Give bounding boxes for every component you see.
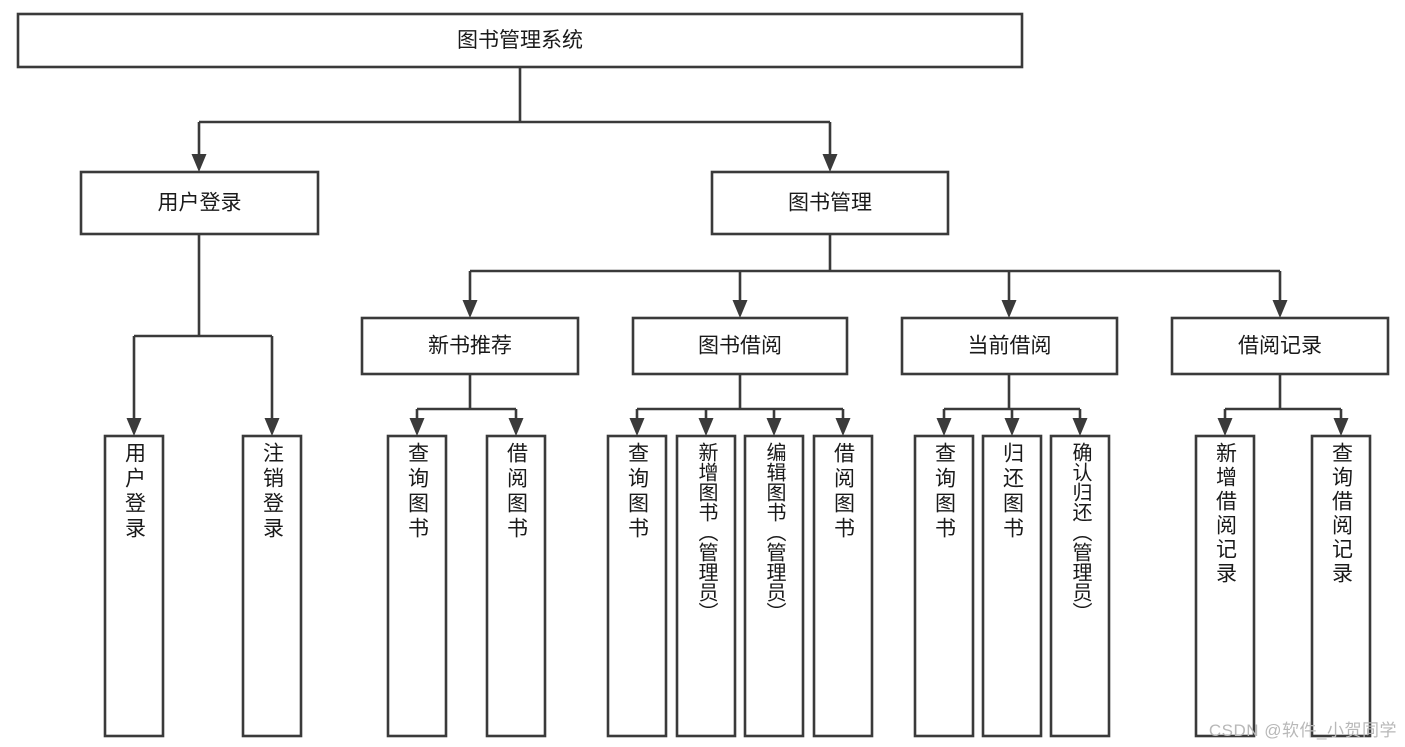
arrow-head-icon (629, 418, 645, 436)
node-label-leaf-edit-book: 编辑图书（管理员） (763, 442, 785, 622)
arrow-head-icon (1272, 300, 1288, 318)
node-borrow-record[interactable]: 借阅记录 (1170, 316, 1390, 376)
node-label-wrap-leaf-user-login: 用户登录 (122, 442, 146, 542)
node-label-wrap-leaf-add-book: 新增图书（管理员） (695, 442, 717, 622)
arrow-head-icon (822, 154, 838, 172)
node-user-login[interactable]: 用户登录 (79, 170, 320, 236)
node-label-leaf-add-book: 新增图书（管理员） (695, 442, 717, 622)
node-box-leaf-borrow-book-rec[interactable] (485, 434, 547, 738)
arrow-head-icon (126, 418, 142, 436)
arrow-head-icon (1217, 418, 1233, 436)
node-box-leaf-query-book-rec[interactable] (386, 434, 448, 738)
node-book-borrow[interactable]: 图书借阅 (631, 316, 849, 376)
node-label-wrap-leaf-query-book-rec: 查询图书 (405, 442, 429, 542)
node-label-wrap-leaf-query-book-current: 查询图书 (932, 442, 956, 542)
node-label-wrap-leaf-query-book-borrow: 查询图书 (625, 442, 649, 542)
arrow-head-icon (1004, 418, 1020, 436)
arrow-head-icon (462, 300, 478, 318)
node-box-book-borrow[interactable] (631, 316, 849, 376)
node-label-leaf-user-logout: 注销登录 (260, 442, 284, 542)
node-label-leaf-confirm-return: 确认归还（管理员） (1069, 442, 1091, 622)
node-leaf-confirm-return[interactable]: 确认归还（管理员） (1049, 434, 1111, 738)
node-box-leaf-query-borrow-record[interactable] (1310, 434, 1372, 738)
node-leaf-add-borrow-record[interactable]: 新增借阅记录 (1194, 434, 1256, 738)
node-root[interactable]: 图书管理系统 (16, 12, 1024, 69)
node-label-leaf-add-borrow-record: 新增借阅记录 (1213, 442, 1237, 586)
node-label-new-book-recommend: 新书推荐 (428, 335, 512, 358)
node-label-leaf-query-book-borrow: 查询图书 (625, 442, 649, 542)
node-label-wrap-leaf-query-borrow-record: 查询借阅记录 (1329, 442, 1353, 586)
node-label-user-login: 用户登录 (158, 192, 242, 215)
node-label-wrap-leaf-borrow-book: 借阅图书 (831, 442, 855, 542)
node-box-leaf-borrow-book[interactable] (812, 434, 874, 738)
arrow-head-icon (1001, 300, 1017, 318)
arrow-head-icon (698, 418, 714, 436)
node-leaf-borrow-book[interactable]: 借阅图书 (812, 434, 874, 738)
node-label-wrap-leaf-edit-book: 编辑图书（管理员） (763, 442, 785, 622)
node-box-current-borrow[interactable] (900, 316, 1119, 376)
node-book-manage[interactable]: 图书管理 (710, 170, 950, 236)
node-label-leaf-query-borrow-record: 查询借阅记录 (1329, 442, 1353, 586)
node-label-leaf-query-book-current: 查询图书 (932, 442, 956, 542)
node-label-wrap-leaf-return-book: 归还图书 (1000, 442, 1024, 542)
node-label-current-borrow: 当前借阅 (968, 335, 1052, 358)
csdn-watermark: CSDN @软件_小贺同学 (1208, 721, 1397, 740)
arrow-head-icon (766, 418, 782, 436)
node-box-leaf-confirm-return[interactable] (1049, 434, 1111, 738)
node-box-leaf-query-book-current[interactable] (913, 434, 975, 738)
node-label-borrow-record: 借阅记录 (1238, 335, 1322, 358)
node-label-leaf-user-login: 用户登录 (122, 442, 146, 542)
node-leaf-query-book-rec[interactable]: 查询图书 (386, 434, 448, 738)
node-box-new-book-recommend[interactable] (360, 316, 580, 376)
node-label-leaf-query-book-rec: 查询图书 (405, 442, 429, 542)
arrow-head-icon (264, 418, 280, 436)
node-layer: 图书管理系统用户登录图书管理新书推荐图书借阅当前借阅借阅记录用户登录注销登录查询… (16, 12, 1390, 738)
node-new-book-recommend[interactable]: 新书推荐 (360, 316, 580, 376)
node-leaf-user-logout[interactable]: 注销登录 (241, 434, 303, 738)
connector-layer (126, 67, 1349, 436)
node-box-borrow-record[interactable] (1170, 316, 1390, 376)
node-label-wrap-leaf-borrow-book-rec: 借阅图书 (504, 442, 528, 542)
node-leaf-query-book-borrow[interactable]: 查询图书 (606, 434, 668, 738)
node-label-book-borrow: 图书借阅 (698, 335, 782, 358)
node-label-root: 图书管理系统 (457, 29, 583, 52)
node-box-leaf-user-logout[interactable] (241, 434, 303, 738)
arrow-head-icon (936, 418, 952, 436)
node-box-leaf-return-book[interactable] (981, 434, 1043, 738)
node-leaf-query-book-current[interactable]: 查询图书 (913, 434, 975, 738)
node-box-book-manage[interactable] (710, 170, 950, 236)
arrow-head-icon (835, 418, 851, 436)
node-box-leaf-edit-book[interactable] (743, 434, 805, 738)
node-label-leaf-borrow-book: 借阅图书 (831, 442, 855, 542)
arrow-head-icon (191, 154, 207, 172)
node-leaf-add-book[interactable]: 新增图书（管理员） (675, 434, 737, 738)
arrow-head-icon (409, 418, 425, 436)
node-box-leaf-query-book-borrow[interactable] (606, 434, 668, 738)
node-leaf-edit-book[interactable]: 编辑图书（管理员） (743, 434, 805, 738)
node-box-leaf-add-borrow-record[interactable] (1194, 434, 1256, 738)
node-leaf-user-login[interactable]: 用户登录 (103, 434, 165, 738)
node-label-book-manage: 图书管理 (788, 192, 872, 215)
node-label-leaf-return-book: 归还图书 (1000, 442, 1024, 542)
arrow-head-icon (732, 300, 748, 318)
node-current-borrow[interactable]: 当前借阅 (900, 316, 1119, 376)
arrow-head-icon (1333, 418, 1349, 436)
arrow-head-icon (508, 418, 524, 436)
node-box-root[interactable] (16, 12, 1024, 69)
node-label-leaf-borrow-book-rec: 借阅图书 (504, 442, 528, 542)
node-label-wrap-leaf-confirm-return: 确认归还（管理员） (1069, 442, 1091, 622)
node-box-leaf-user-login[interactable] (103, 434, 165, 738)
node-box-user-login[interactable] (79, 170, 320, 236)
node-leaf-query-borrow-record[interactable]: 查询借阅记录 (1310, 434, 1372, 738)
arrow-head-icon (1072, 418, 1088, 436)
node-leaf-borrow-book-rec[interactable]: 借阅图书 (485, 434, 547, 738)
node-leaf-return-book[interactable]: 归还图书 (981, 434, 1043, 738)
node-label-wrap-leaf-add-borrow-record: 新增借阅记录 (1213, 442, 1237, 586)
node-label-wrap-leaf-user-logout: 注销登录 (260, 442, 284, 542)
node-box-leaf-add-book[interactable] (675, 434, 737, 738)
